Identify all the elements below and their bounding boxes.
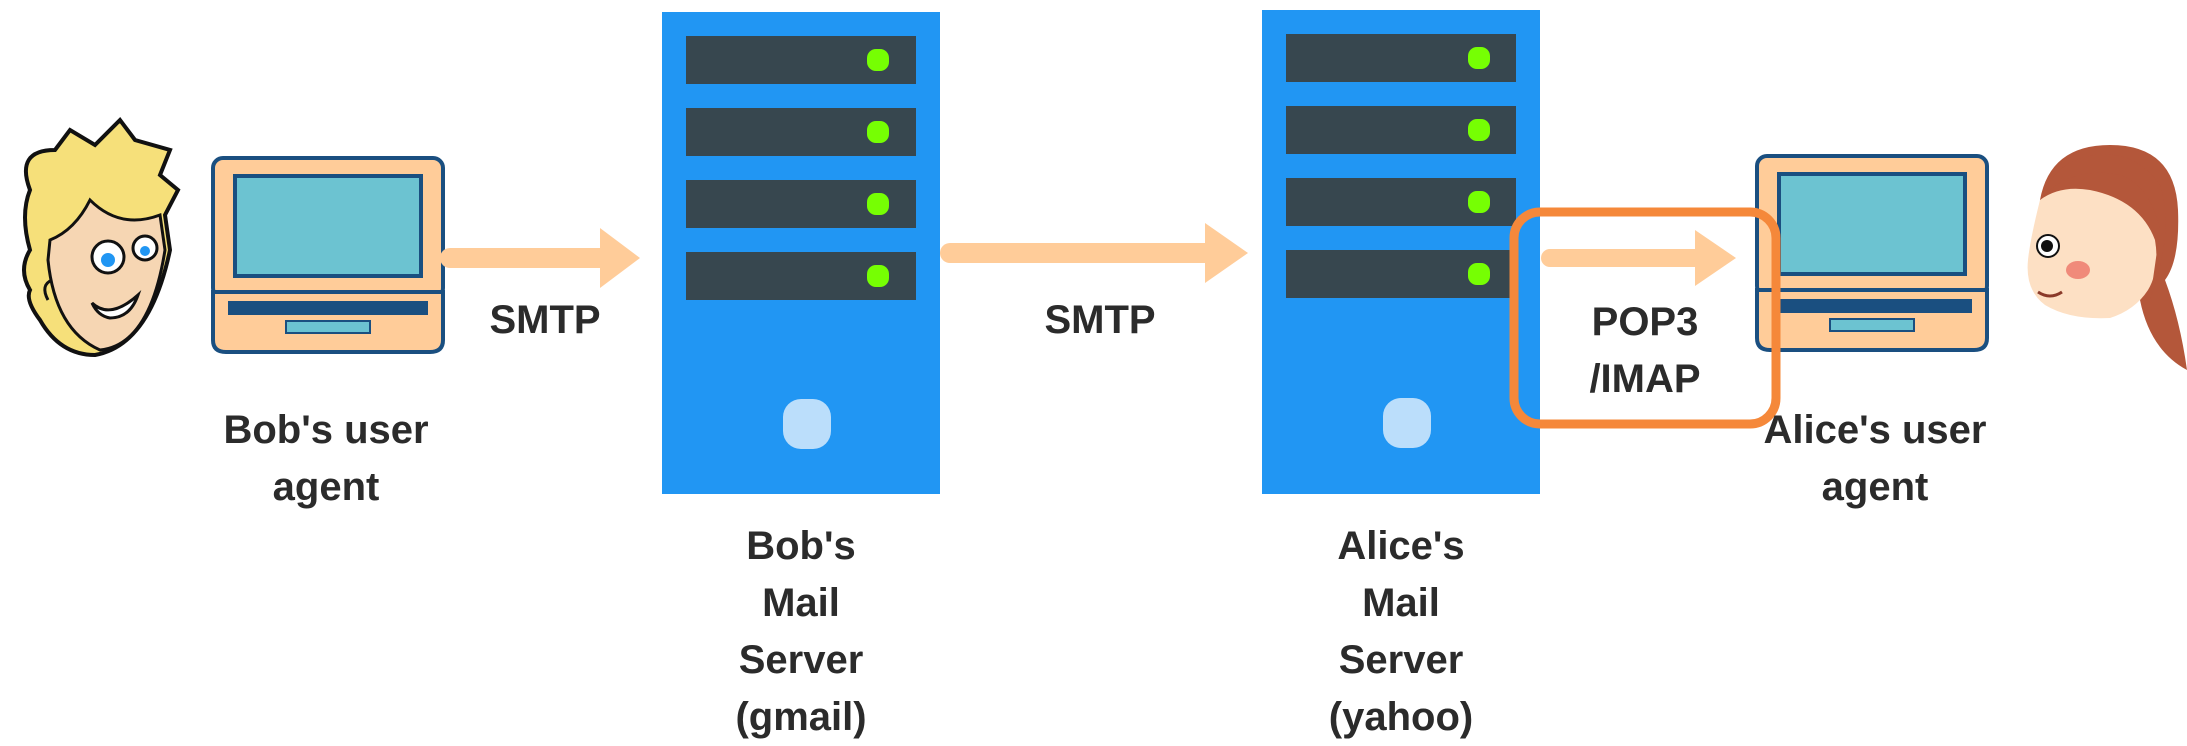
label-line: (yahoo) xyxy=(1328,695,1474,739)
alice-face-icon xyxy=(2027,145,2187,370)
label-line: Mail xyxy=(1362,581,1440,625)
protocol-label-smtp-2: SMTP xyxy=(1025,292,1175,349)
alice-mail-server-icon xyxy=(1262,10,1540,494)
protocol-label-smtp-1: SMTP xyxy=(470,292,620,349)
bob-mail-server-icon xyxy=(662,12,940,494)
label-line: Alice's xyxy=(1337,524,1465,568)
bob-user-agent-label: Bob's user agent xyxy=(186,402,466,516)
label-line: agent xyxy=(272,465,380,509)
label-line: Bob's user xyxy=(223,408,429,452)
alice-mail-server-label: Alice's Mail Server (yahoo) xyxy=(1251,518,1551,746)
protocol-label-text: SMTP xyxy=(1044,298,1156,342)
alice-laptop-icon xyxy=(1755,154,1989,352)
bob-face-icon xyxy=(22,116,181,358)
protocol-label-text: SMTP xyxy=(489,298,601,342)
protocol-label-line: /IMAP xyxy=(1589,357,1701,401)
label-line: (gmail) xyxy=(735,695,867,739)
label-line: agent xyxy=(1821,465,1929,509)
arrow-bob-agent-to-bob-server xyxy=(440,228,640,288)
bob-mail-server-label: Bob's Mail Server (gmail) xyxy=(651,518,951,746)
arrow-alice-server-to-alice-agent xyxy=(1541,230,1736,286)
label-line: Server xyxy=(738,638,864,682)
label-line: Bob's xyxy=(746,524,856,568)
protocol-label-line: POP3 xyxy=(1591,300,1699,344)
label-line: Alice's user xyxy=(1763,408,1987,452)
label-line: Mail xyxy=(762,581,840,625)
alice-user-agent-label: Alice's user agent xyxy=(1730,402,2020,516)
label-line: Server xyxy=(1338,638,1464,682)
protocol-label-pop3-imap: POP3 /IMAP xyxy=(1550,294,1740,408)
pop3-imap-highlight-box xyxy=(1509,207,1781,429)
bob-laptop-icon xyxy=(211,156,445,354)
arrow-bob-server-to-alice-server xyxy=(940,223,1248,283)
